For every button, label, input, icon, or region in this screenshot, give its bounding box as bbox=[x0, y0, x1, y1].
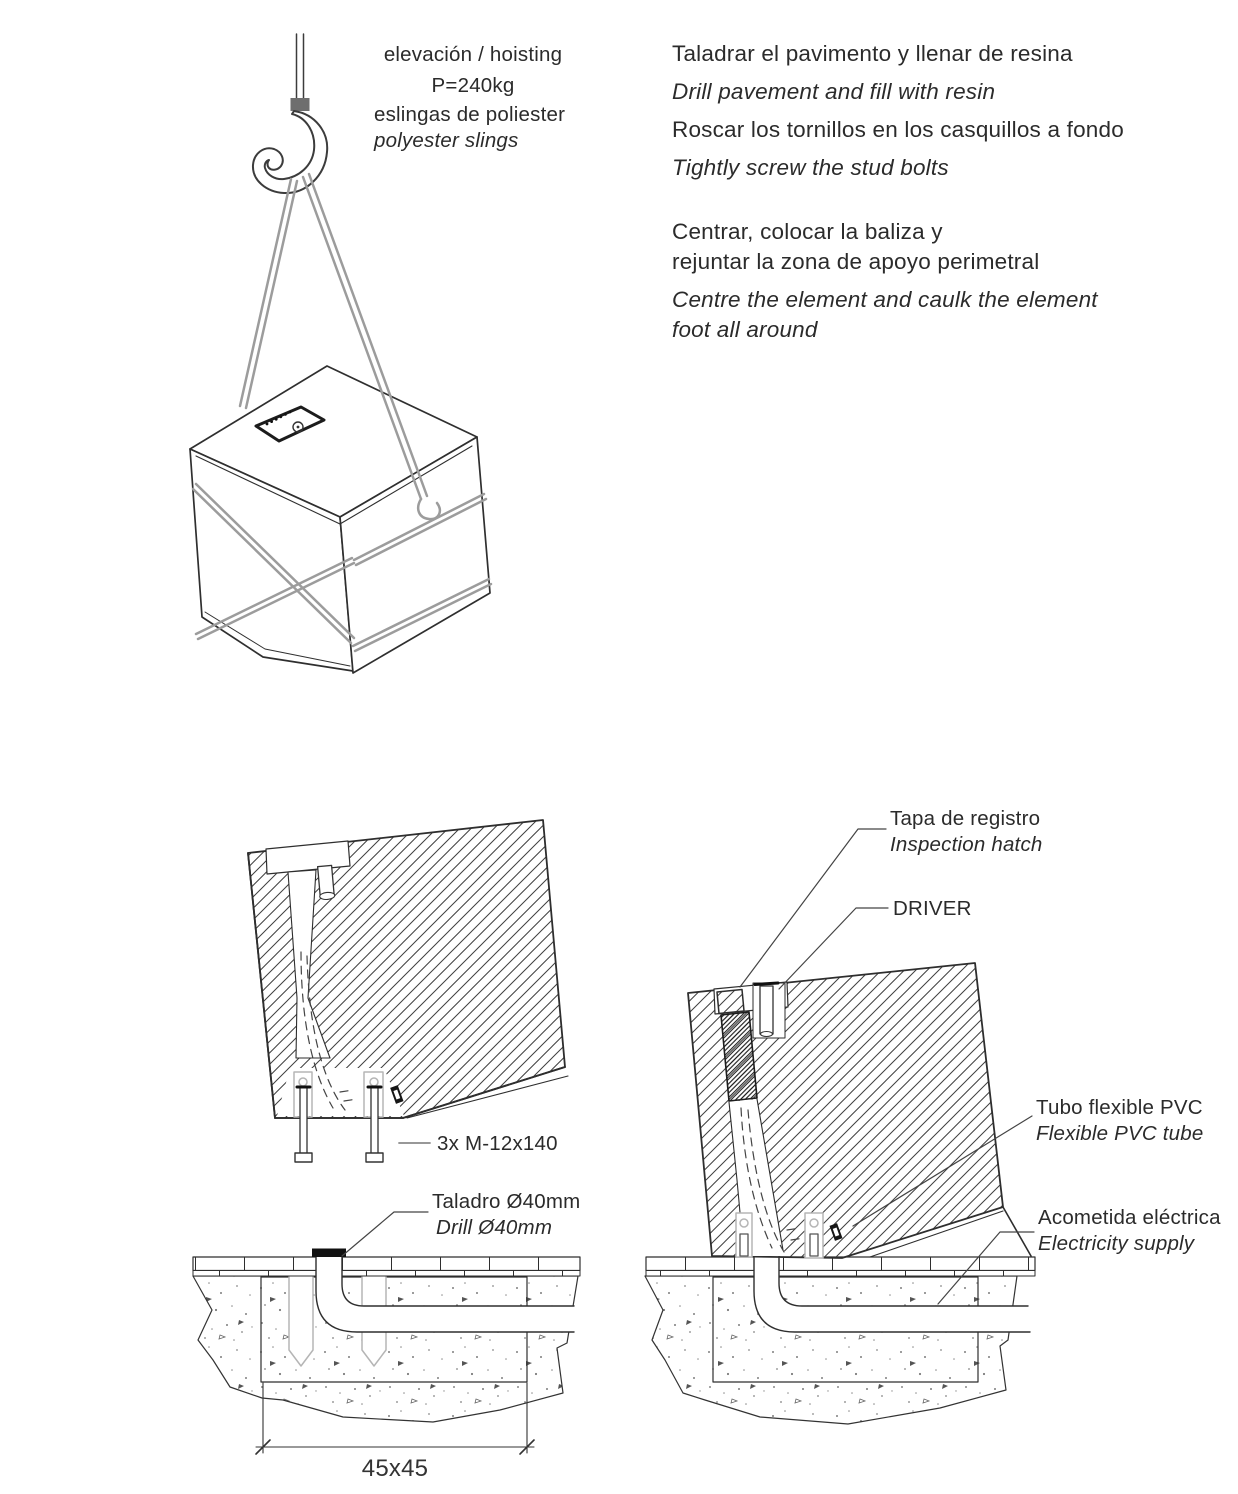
slings-label-es: eslingas de poliester bbox=[374, 103, 566, 126]
service-detail-figure bbox=[644, 828, 1036, 1425]
edge-screw bbox=[829, 1223, 843, 1241]
drill-label-en: Drill Ø40mm bbox=[436, 1216, 553, 1239]
stud-stubs bbox=[739, 1233, 819, 1257]
ground-section-right bbox=[644, 1249, 1036, 1425]
drill-cap bbox=[312, 1248, 346, 1257]
hoisting-title: elevación / hoisting bbox=[383, 43, 563, 66]
instruction-step1-en: Drill pavement and fill with resin bbox=[672, 79, 996, 104]
instruction-step3-es-line2: rejuntar la zona de apoyo perimetral bbox=[672, 249, 1040, 274]
paver-course-2 bbox=[646, 1270, 1035, 1276]
instruction-step2-en: Tightly screw the stud bolts bbox=[672, 155, 949, 180]
slings-label-en: polyester slings bbox=[374, 129, 519, 152]
ground-section-left bbox=[192, 1248, 581, 1455]
sling-bands bbox=[191, 172, 493, 653]
instruction-step1-es: Taladrar el pavimento y llenar de resina bbox=[672, 41, 1073, 66]
instruction-step3-en-line2: foot all around bbox=[672, 317, 818, 342]
paver-course-1 bbox=[646, 1257, 1035, 1271]
leader-lines-right bbox=[739, 828, 1035, 1305]
hatch-bolt bbox=[753, 981, 780, 1038]
tube-label-en: Flexible PVC tube bbox=[1036, 1122, 1204, 1145]
supply-label-en: Electricity supply bbox=[1038, 1232, 1195, 1255]
beacon-block-section-right bbox=[687, 962, 1032, 1259]
electric-conduit bbox=[753, 1249, 1031, 1333]
hoisting-label: elevación / hoisting P=240kg bbox=[373, 42, 573, 98]
instruction-step3-es-line1: Centrar, colocar la baliza y bbox=[672, 219, 943, 244]
beacon-block-section-left bbox=[247, 819, 569, 1163]
driver-label: DRIVER bbox=[893, 897, 972, 920]
supply-label-es: Acometida eléctrica bbox=[1038, 1206, 1221, 1229]
installation-instructions: Taladrar el pavimento y llenar de resina… bbox=[672, 40, 1124, 344]
hoisting-weight: P=240kg bbox=[431, 73, 515, 97]
top-hatch-plate bbox=[254, 405, 326, 443]
crane-hook-icon bbox=[251, 33, 329, 195]
flexible-tube-dashed bbox=[740, 1107, 805, 1253]
anchor-detail-figure bbox=[192, 819, 581, 1455]
driver-unit bbox=[720, 1011, 758, 1102]
sling-left bbox=[238, 177, 299, 410]
edge-screw bbox=[390, 1085, 404, 1104]
leader-lines-left bbox=[341, 1142, 431, 1257]
inspection-hatch-lid bbox=[716, 988, 745, 1015]
tube-label-es: Tubo flexible PVC bbox=[1036, 1096, 1203, 1119]
hatch-label-es: Tapa de registro bbox=[890, 807, 1041, 830]
drilled-conduit bbox=[312, 1248, 575, 1333]
paver-course-2 bbox=[193, 1270, 580, 1276]
flexible-tube-dashed bbox=[300, 951, 358, 1111]
beacon-block-isometric bbox=[189, 365, 491, 674]
stud-bolts bbox=[294, 1085, 384, 1163]
dimension-45x45 bbox=[255, 1382, 535, 1455]
instruction-step2-es: Roscar los tornillos en los casquillos a… bbox=[672, 117, 1124, 142]
instruction-step3-en-line1: Centre the element and caulk the element bbox=[672, 287, 1098, 312]
drill-hole-left bbox=[288, 1271, 314, 1367]
bolts-label: 3x M-12x140 bbox=[437, 1132, 558, 1155]
caulk-gap-line bbox=[406, 1075, 569, 1119]
drill-label-es: Taladro Ø40mm bbox=[432, 1190, 581, 1213]
hoisting-figure bbox=[189, 33, 493, 674]
hatch-label-en: Inspection hatch bbox=[890, 833, 1043, 856]
threaded-sleeve bbox=[316, 864, 336, 901]
foundation-dimension: 45x45 bbox=[361, 1455, 429, 1482]
paver-course-1 bbox=[193, 1257, 580, 1271]
